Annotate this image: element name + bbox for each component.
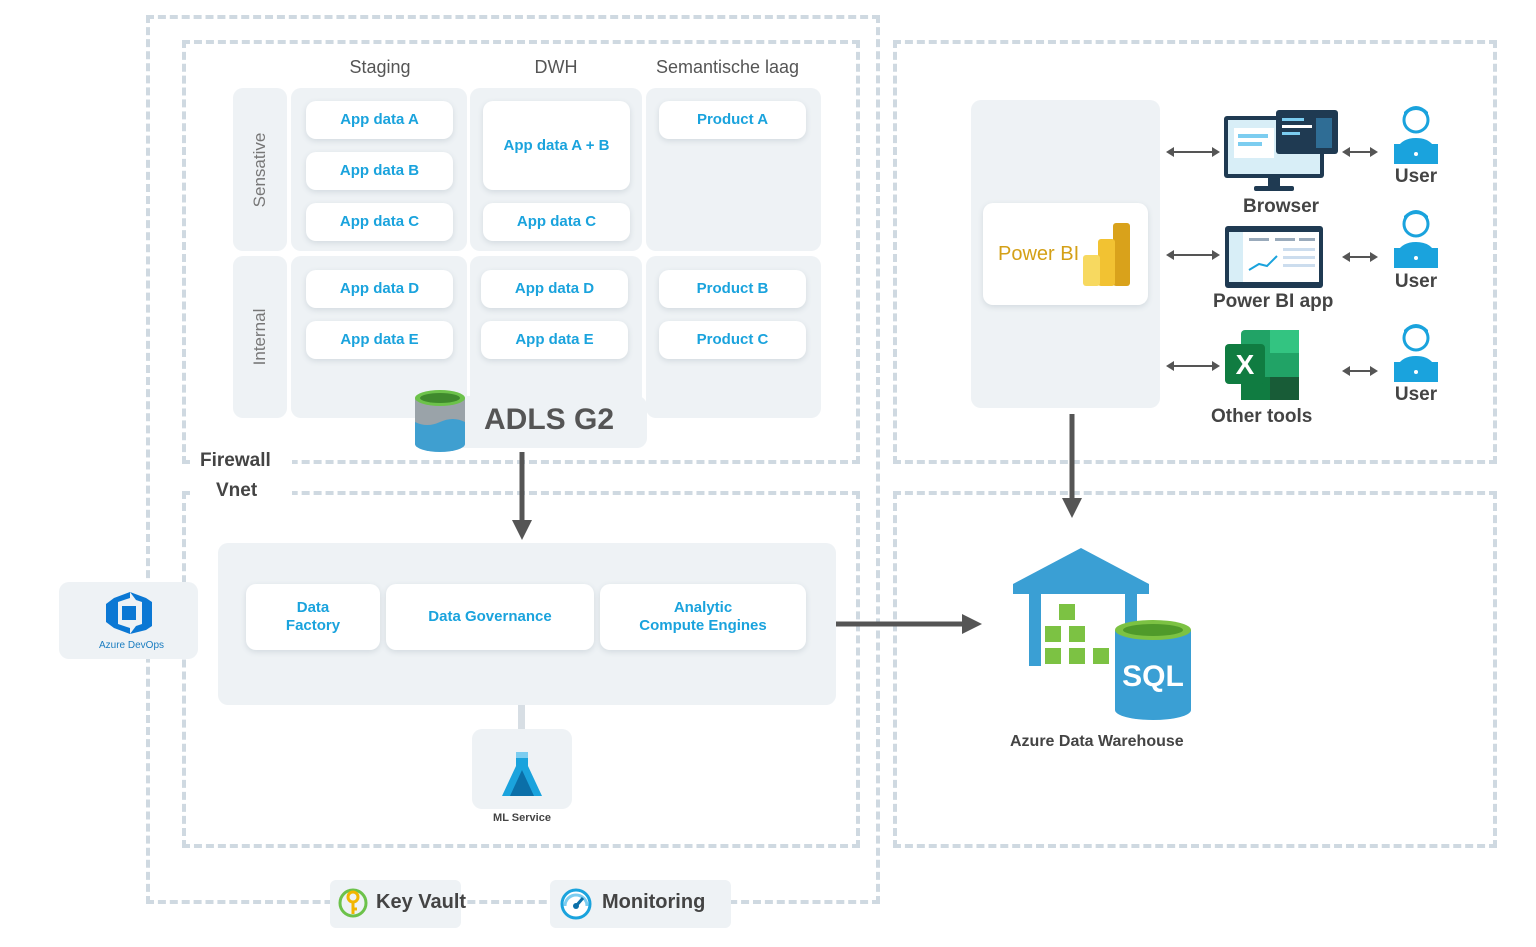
card-internal-dwh-e[interactable]: App data E: [481, 321, 628, 359]
user-label: User: [1394, 271, 1438, 292]
browser-monitor-icon: [1224, 110, 1338, 191]
internal-label-panel: [233, 256, 287, 418]
card-internal-staging-e[interactable]: App data E: [306, 321, 453, 359]
card-sensitive-staging-a[interactable]: App data A: [306, 101, 453, 139]
arrow-powerbi-to-warehouse: [1062, 414, 1082, 518]
user-icon: [1394, 324, 1438, 382]
excel-icon: X: [1225, 330, 1299, 400]
user-label: User: [1394, 384, 1438, 405]
key-vault-label: Key Vault: [376, 891, 467, 913]
arrow-powerbi-other-tools: [1166, 361, 1220, 371]
azure-devops-icon: [106, 592, 152, 634]
warehouse-boundary: [893, 491, 1497, 848]
arrow-processing-to-warehouse: [836, 614, 982, 634]
card-product-b[interactable]: Product B: [659, 270, 806, 308]
azure-devops-label: Azure DevOps: [98, 640, 165, 651]
ml-connector: [518, 705, 525, 729]
card-internal-dwh-d[interactable]: App data D: [481, 270, 628, 308]
vnet-label: Vnet: [216, 480, 258, 501]
user-icon: [1394, 106, 1438, 164]
sql-badge-text: SQL: [1122, 660, 1184, 693]
card-internal-staging-d[interactable]: App data D: [306, 270, 453, 308]
user-icon: [1394, 210, 1438, 268]
powerbi-app-label: Power BI app: [1213, 291, 1334, 312]
arrow-tools-user: [1342, 366, 1378, 376]
data-warehouse-label: Azure Data Warehouse: [1010, 733, 1184, 750]
compute-engines-card[interactable]: Analytic Compute Engines: [600, 584, 806, 650]
svg-text:X: X: [1236, 349, 1255, 380]
card-sensitive-staging-b[interactable]: App data B: [306, 152, 453, 190]
firewall-label-bg: [192, 446, 292, 506]
ml-flask-icon: [502, 752, 542, 796]
card-sensitive-staging-c[interactable]: App data C: [306, 203, 453, 241]
arrow-app-user: [1342, 252, 1378, 262]
data-warehouse-icon: SQL: [1013, 548, 1191, 720]
arrow-powerbi-browser: [1166, 147, 1220, 157]
arrow-powerbi-app: [1166, 250, 1220, 260]
column-header-staging: Staging: [349, 57, 411, 77]
row-label-internal: Internal: [250, 308, 269, 366]
firewall-label: Firewall: [200, 450, 271, 471]
arrow-browser-user: [1342, 147, 1378, 157]
browser-label: Browser: [1243, 196, 1320, 217]
powerbi-app-window-icon: [1225, 226, 1323, 288]
monitoring-gauge-icon: [560, 888, 592, 920]
column-header-dwh: DWH: [534, 57, 578, 77]
data-governance-card[interactable]: Data Governance: [386, 584, 594, 650]
outer-boundary: [146, 15, 880, 904]
powerbi-label: Power BI: [998, 243, 1080, 265]
adls-label: ADLS G2: [484, 403, 615, 436]
card-sensitive-dwh-ab[interactable]: App data A + B: [483, 101, 630, 190]
card-product-a[interactable]: Product A: [659, 101, 806, 139]
arrow-adls-to-processing: [512, 452, 532, 540]
consumption-boundary: [893, 40, 1497, 464]
powerbi-logo-icon: [1083, 223, 1130, 286]
row-label-sensative: Sensative: [250, 132, 269, 208]
sensitive-label-panel: [233, 88, 287, 251]
monitoring-label: Monitoring: [602, 891, 706, 913]
other-tools-label: Other tools: [1211, 406, 1313, 427]
column-header-semantic: Semantische laag: [655, 57, 800, 77]
card-product-c[interactable]: Product C: [659, 321, 806, 359]
adls-storage-icon: [415, 390, 465, 452]
ml-service-label: ML Service: [493, 812, 551, 824]
data-factory-card[interactable]: Data Factory: [246, 584, 380, 650]
card-sensitive-dwh-c[interactable]: App data C: [483, 203, 630, 241]
key-vault-icon: [338, 888, 368, 918]
user-label: User: [1394, 166, 1438, 187]
